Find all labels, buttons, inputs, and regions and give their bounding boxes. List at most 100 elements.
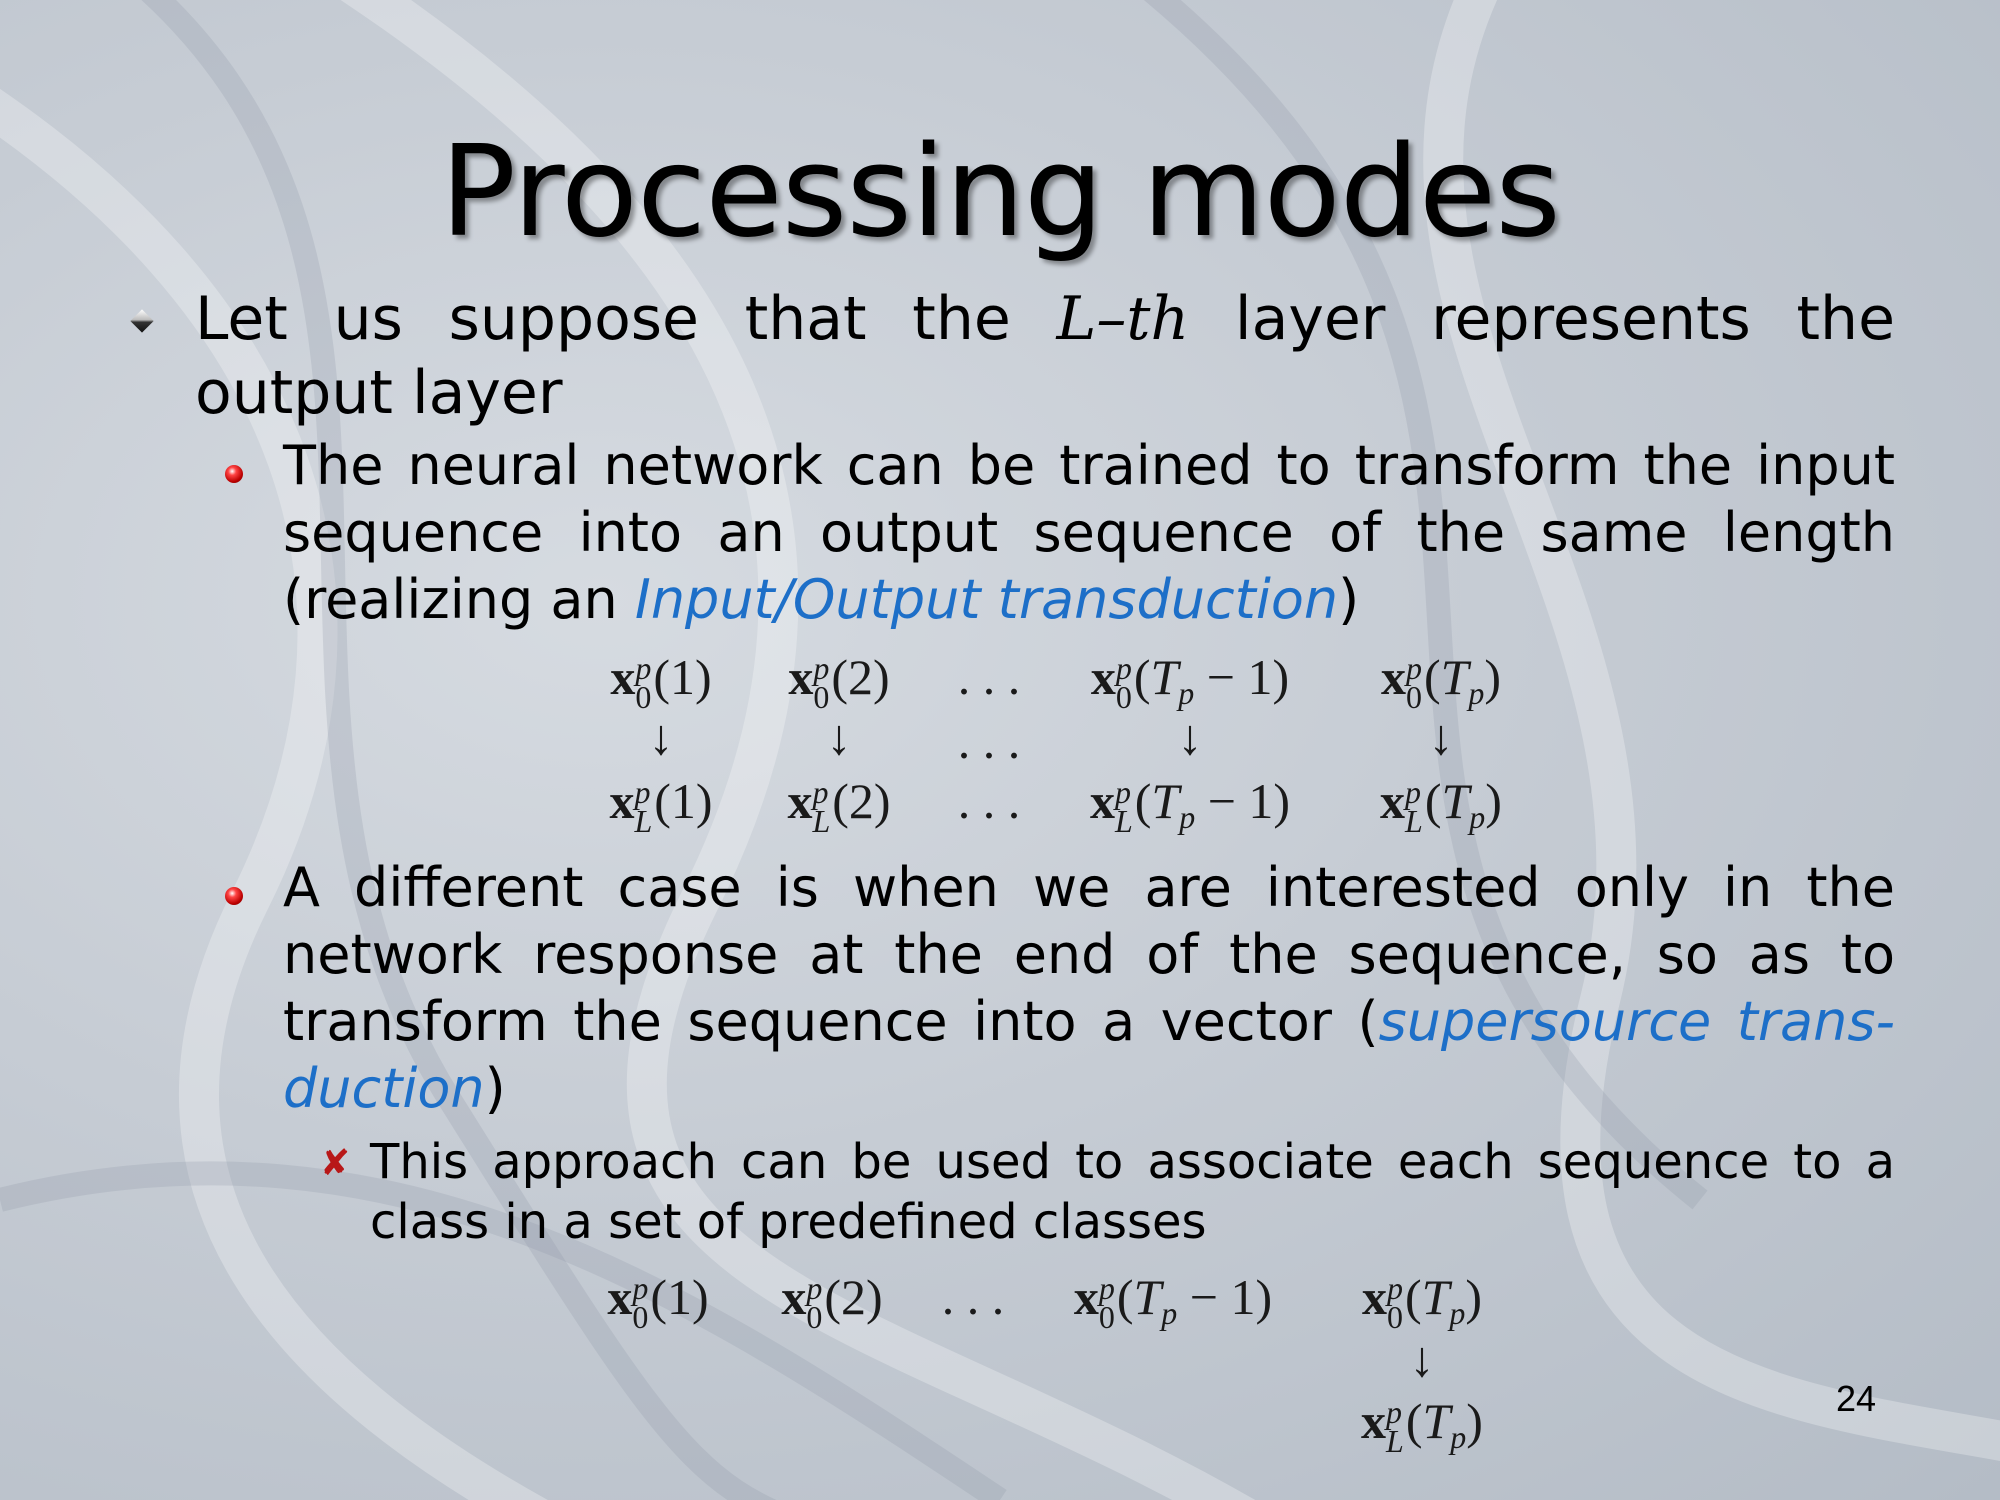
superscript: p xyxy=(1405,649,1422,686)
argument-subscript: p xyxy=(1450,1419,1467,1455)
subscript: L xyxy=(1386,1422,1404,1459)
vector-symbol: x xyxy=(1361,1269,1387,1325)
text: The neural network can be trained to tra… xyxy=(283,434,1895,631)
paren: ( xyxy=(650,1269,667,1325)
paren: ) xyxy=(692,1269,709,1325)
subscript: L xyxy=(1114,802,1133,839)
paren: ) xyxy=(695,649,712,705)
paren: ) xyxy=(1465,1269,1483,1325)
argument: 2 xyxy=(848,649,873,705)
red-sphere-bullet-icon xyxy=(225,887,243,905)
argument-tail: − 1 xyxy=(1195,773,1274,829)
text: Let us suppose that the xyxy=(195,284,1057,354)
paren: ( xyxy=(654,773,671,829)
paren: ( xyxy=(1405,1393,1423,1449)
paren: ( xyxy=(832,773,849,829)
argument-variable: T xyxy=(1150,649,1179,705)
paren: ( xyxy=(1133,649,1151,705)
paren: ( xyxy=(831,649,848,705)
argument-tail: − 1 xyxy=(1177,1269,1256,1325)
superscript: p xyxy=(1405,773,1422,810)
paren: ) xyxy=(695,773,713,829)
paren: ) xyxy=(1273,773,1291,829)
vector-symbol: x xyxy=(788,649,814,705)
down-arrow-icon: ↓ xyxy=(648,709,674,765)
paren: ( xyxy=(1424,773,1442,829)
vector-symbol: x xyxy=(1089,773,1115,829)
text: layer represents the output layer xyxy=(195,284,1895,428)
page-number: 24 xyxy=(1836,1378,1877,1419)
argument-variable: T xyxy=(1133,1269,1162,1325)
argument-variable: T xyxy=(1421,1269,1450,1325)
slide-title: Processing modes xyxy=(440,118,1561,265)
ellipsis: . . . xyxy=(957,713,1021,769)
superscript: p xyxy=(812,773,829,810)
subscript: L xyxy=(1405,802,1423,839)
superscript: p xyxy=(635,649,652,686)
superscript: p xyxy=(806,1269,823,1306)
argument-tail: − 1 xyxy=(1194,649,1273,705)
subscript: 0 xyxy=(813,678,830,715)
vector-symbol: x xyxy=(787,773,813,829)
text: ) xyxy=(484,1057,506,1120)
argument-variable: T xyxy=(1441,773,1470,829)
text: ) xyxy=(1338,568,1360,631)
paren: ( xyxy=(824,1269,841,1325)
math-expression: . . . xyxy=(941,1269,1005,1325)
argument-variable: T xyxy=(1422,1393,1451,1449)
paren: ) xyxy=(1484,649,1502,705)
bullet-io-transduction: The neural network can be trained to tra… xyxy=(283,432,1895,633)
vector-symbol: x xyxy=(1380,649,1406,705)
superscript: p xyxy=(632,1269,649,1306)
down-arrow-icon: ↓ xyxy=(826,709,852,765)
math-l-th: L–th xyxy=(1056,284,1190,354)
superscript: p xyxy=(1115,649,1132,686)
superscript: p xyxy=(634,773,651,810)
subscript: 0 xyxy=(632,1298,649,1335)
subscript: 0 xyxy=(1405,678,1422,715)
argument: 1 xyxy=(670,649,695,705)
paren: ) xyxy=(873,773,891,829)
down-arrow-icon: ↓ xyxy=(1409,1331,1435,1387)
argument-subscript: p xyxy=(1449,1295,1466,1331)
argument: 1 xyxy=(670,773,696,829)
vector-symbol: x xyxy=(1073,1269,1099,1325)
paren: ( xyxy=(1423,649,1441,705)
down-arrow-icon: ↓ xyxy=(1177,709,1203,765)
superscript: p xyxy=(1098,1269,1115,1306)
subscript: 0 xyxy=(1098,1298,1115,1335)
vector-symbol: x xyxy=(607,1269,633,1325)
math-expression: . . . xyxy=(957,649,1021,705)
argument-subscript: p xyxy=(1178,675,1195,711)
bullet-classification: This approach can be used to associate e… xyxy=(370,1134,1895,1250)
red-sphere-bullet-icon xyxy=(225,465,243,483)
paren: ) xyxy=(866,1269,883,1325)
argument: 1 xyxy=(667,1269,692,1325)
paren: ) xyxy=(873,649,890,705)
argument-subscript: p xyxy=(1468,675,1485,711)
paren: ( xyxy=(1134,773,1152,829)
paren: ( xyxy=(1404,1269,1422,1325)
vector-symbol: x xyxy=(1090,649,1116,705)
vector-symbol: x xyxy=(1361,1393,1387,1449)
supersource-transduction-link[interactable]: supersource trans-duction xyxy=(283,990,1895,1120)
io-transduction-link[interactable]: Input/Output transduction xyxy=(634,568,1339,631)
